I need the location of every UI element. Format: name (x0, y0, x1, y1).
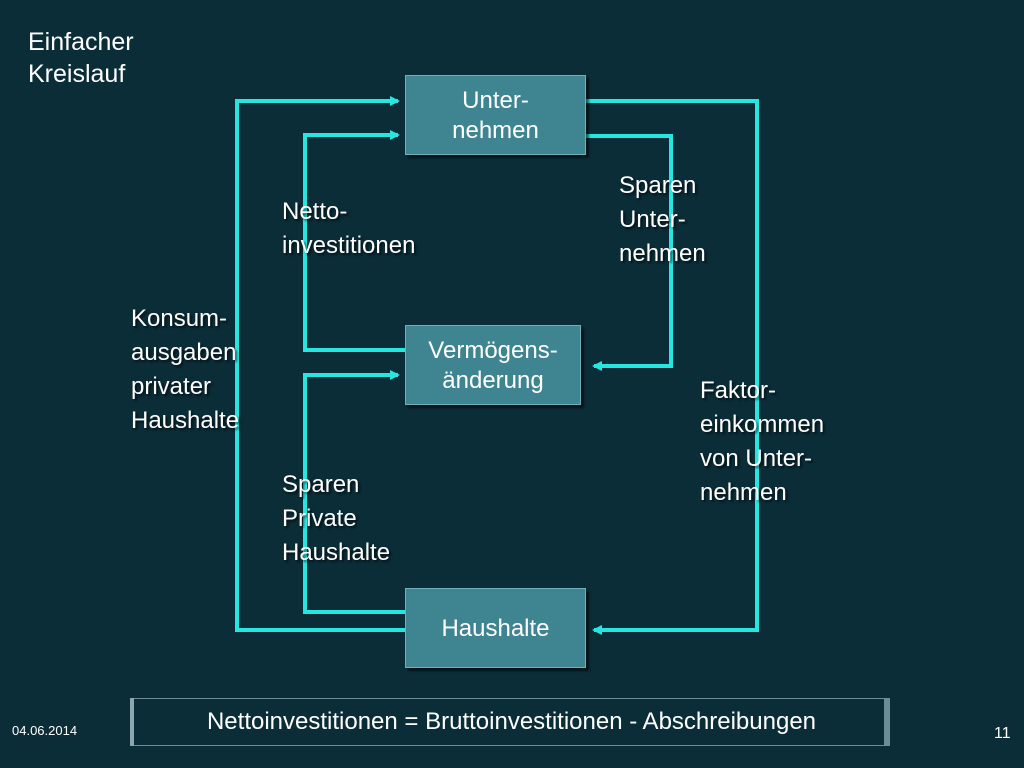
slide-title: Einfacher Kreislauf (28, 26, 134, 90)
node-unternehmen-line-1: Unter- (462, 87, 529, 114)
arrow-sparen-haushalte (303, 370, 405, 614)
node-haushalte: Haushalte (405, 588, 586, 668)
label-faktor-line-3: von Unter- (700, 445, 813, 472)
arrow-faktoreinkommen (586, 99, 759, 635)
label-faktor-line-2: einkommen (700, 411, 825, 438)
label-konsum-line-2: ausgaben (131, 339, 237, 366)
footer-date: 04.06.2014 (12, 723, 78, 738)
label-sparen-u-line-3: nehmen (619, 240, 706, 267)
page-number: 11 (994, 725, 1011, 742)
label-sparen-u-line-1: Sparen (619, 172, 697, 199)
label-nettoinvestitionen: Netto- investitionen (282, 195, 415, 263)
arrow-konsumausgaben (235, 96, 405, 632)
arrow-nettoinvestitionen (303, 130, 405, 352)
label-sparen-h-line-3: Haushalte (282, 539, 391, 566)
node-haushalte-line-1: Haushalte (441, 615, 550, 642)
node-vermoegen-line-1: Vermögens- (428, 337, 558, 364)
label-faktor-line-1: Faktor- (700, 377, 777, 404)
title-line-2: Kreislauf (28, 60, 126, 88)
label-faktoreinkommen: Faktor- einkommen von Unter- nehmen (700, 374, 824, 510)
label-sparen-h-line-2: Private (282, 505, 357, 532)
arrow-sparen-unternehmen (586, 134, 673, 371)
label-netto-line-1: Netto- (282, 198, 348, 225)
label-netto-line-2: investitionen (282, 232, 416, 259)
title-line-1: Einfacher (28, 28, 134, 56)
node-unternehmen: Unter- nehmen (405, 75, 586, 155)
formula-box: Nettoinvestitionen = Bruttoinvestitionen… (130, 698, 890, 746)
label-sparen-unternehmen: Sparen Unter- nehmen (619, 169, 706, 271)
label-sparen-h-line-1: Sparen (282, 471, 360, 498)
label-faktor-line-4: nehmen (700, 479, 787, 506)
node-vermoegensaenderung: Vermögens- änderung (405, 325, 581, 405)
label-sparen-haushalte: Sparen Private Haushalte (282, 468, 390, 570)
label-konsum-line-1: Konsum- (131, 305, 228, 332)
label-konsumausgaben: Konsum- ausgaben privater Haushalte (131, 302, 239, 438)
label-sparen-u-line-2: Unter- (619, 206, 686, 233)
node-unternehmen-line-2: nehmen (452, 117, 539, 144)
node-vermoegen-line-2: änderung (442, 367, 544, 394)
label-konsum-line-4: Haushalte (131, 407, 240, 434)
label-konsum-line-3: privater (131, 373, 212, 400)
